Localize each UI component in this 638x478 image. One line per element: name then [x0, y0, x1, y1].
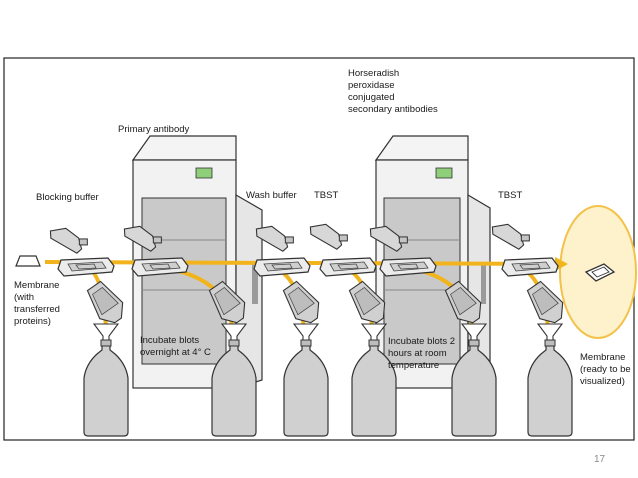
- membrane-in-label: Membrane (with transferred proteins): [14, 280, 63, 327]
- incubate-overnight-label: Incubate blots overnight at 4° C: [140, 335, 211, 358]
- hrp-secondary-label: Horseradish peroxidase conjugated second…: [348, 68, 438, 115]
- page-number: 17: [594, 454, 606, 465]
- membrane-out-label: Membrane (ready to be visualized): [580, 352, 633, 387]
- blocking-buffer-label: Blocking buffer: [36, 192, 99, 203]
- incubate-2h-label: Incubate blots 2 hours at room temperatu…: [388, 336, 458, 371]
- membrane-ready-icon: [584, 263, 616, 282]
- tbst-label-2: TBST: [498, 190, 522, 201]
- tbst-label-1: TBST: [314, 190, 338, 201]
- primary-antibody-label: Primary antibody: [118, 124, 190, 135]
- wash-buffer-label: Wash buffer: [246, 190, 297, 201]
- membrane-icon: [15, 255, 41, 267]
